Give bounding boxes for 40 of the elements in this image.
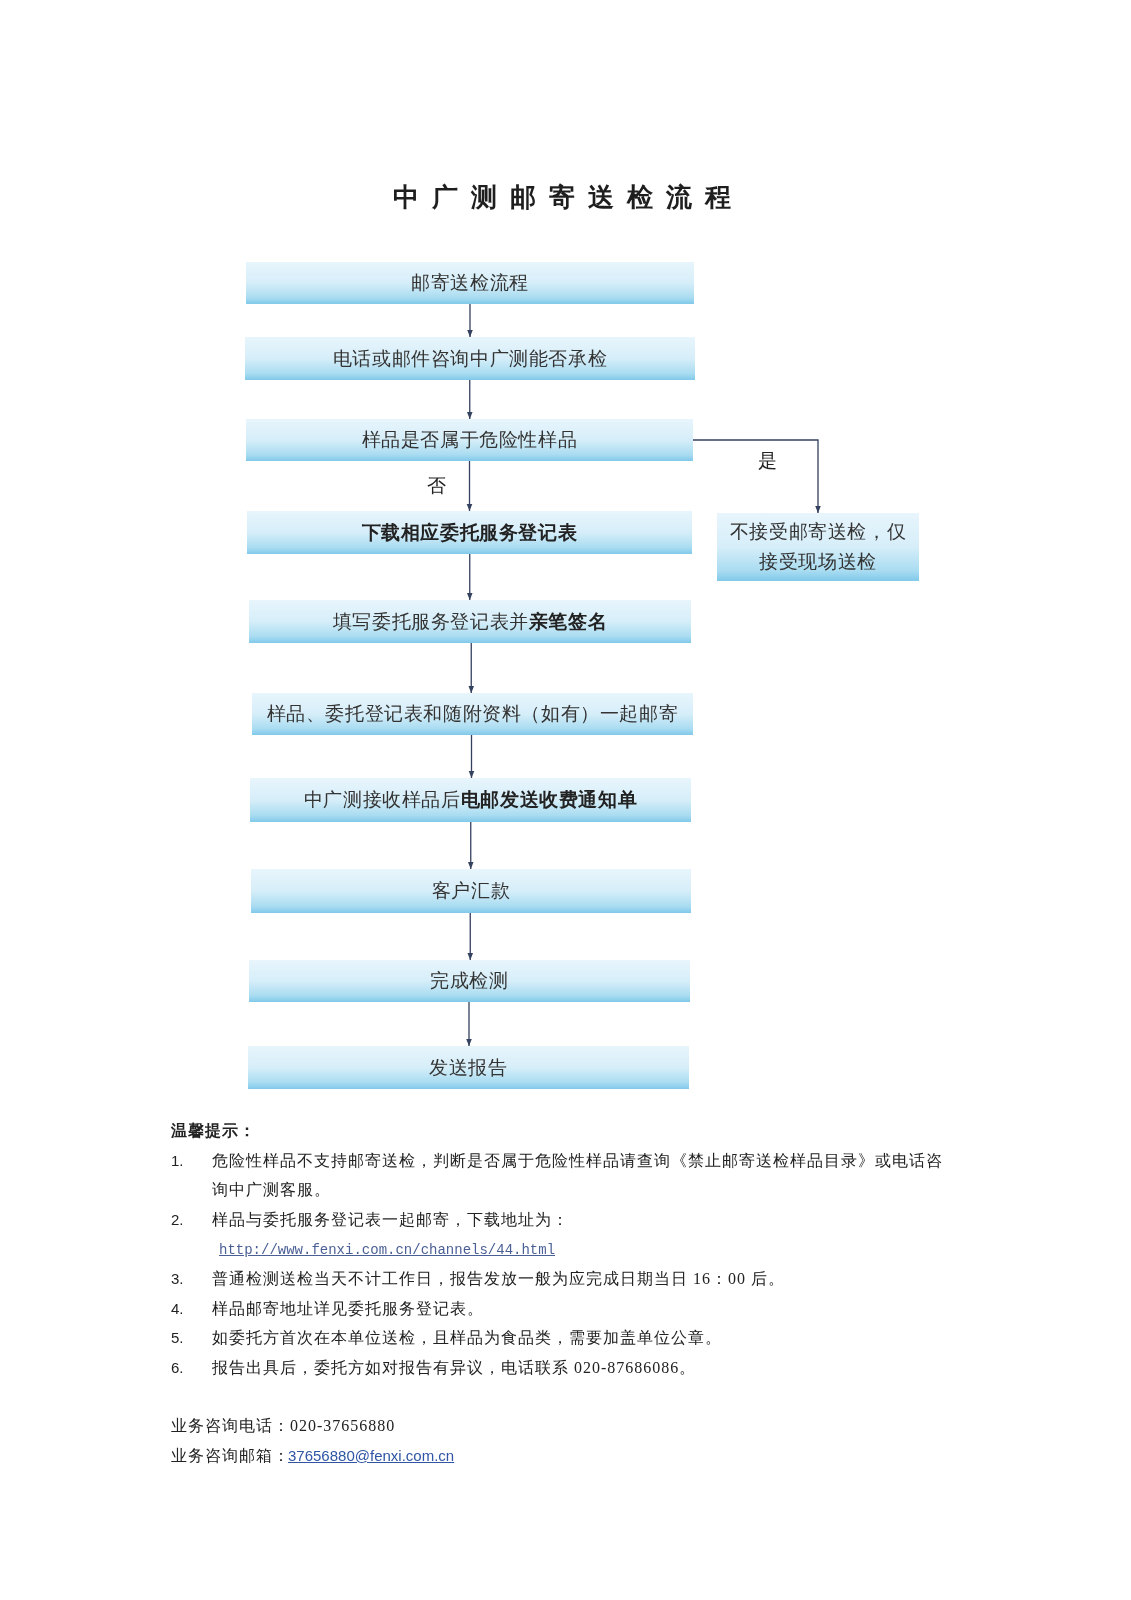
note-text: 普通检测送检当天不计工作日，报告发放一般为应完成日期当日 16：00 后。 [212,1269,786,1289]
process-box: 不接受邮寄送检，仅接受现场送检 [717,513,919,581]
list-number: 1. [171,1151,184,1171]
arrow [466,1001,472,1047]
arrow [466,553,473,601]
arrow [467,821,474,870]
process-box: 完成检测 [249,960,690,1002]
list-number: 3. [171,1269,184,1289]
process-box: 客户汇款 [251,869,691,913]
title: 中广测邮寄送检流程 [393,181,744,214]
note-text: 危险性样品不支持邮寄送检，判断是否属于危险性样品请查询《禁止邮寄送检样品目录》或电话咨询中广测客服。 [212,1151,944,1200]
note-text: 如委托方首次在本单位送检，且样品为食品类，需要加盖单位公章。 [212,1328,723,1348]
arrow [468,734,475,779]
arrow [466,460,473,512]
arrow [467,303,473,338]
list-number: 4. [171,1299,184,1319]
process-box: 样品是否属于危险性样品 [246,419,693,461]
note-text: 报告出具后，委托方如对报告有异议，电话联系 020-87686086。 [212,1358,698,1378]
process-box: 中广测接收样品后电邮发送收费通知单 [250,778,691,822]
edge-label: 否 [424,474,448,498]
arrow [692,439,821,514]
heading: 温馨提示： [171,1121,256,1141]
contact-text: 业务咨询电话：020-37656880 [171,1416,396,1436]
arrow [468,642,475,694]
process-box: 电话或邮件咨询中广测能否承检 [245,337,695,380]
arrow [467,912,474,961]
note-text: 样品邮寄地址详见委托服务登记表。 [212,1299,485,1319]
list-number: 2. [171,1210,184,1230]
arrow [466,379,473,420]
note-text: 样品与委托服务登记表一起邮寄，下载地址为： [212,1210,570,1230]
process-box: 下载相应委托服务登记表 [247,511,692,554]
process-box: 发送报告 [248,1046,689,1089]
email-link: 37656880@fenxi.com.cn [288,1446,455,1466]
list-number: 5. [171,1328,184,1348]
process-box: 填写委托服务登记表并亲笔签名 [249,600,691,643]
process-box: 样品、委托登记表和随附资料（如有）一起邮寄 [252,693,693,735]
edge-label: 是 [755,449,779,473]
url-link: http://www.fenxi.com.cn/channels/44.html [219,1241,556,1260]
list-number: 6. [171,1358,184,1378]
process-box: 邮寄送检流程 [246,262,694,304]
